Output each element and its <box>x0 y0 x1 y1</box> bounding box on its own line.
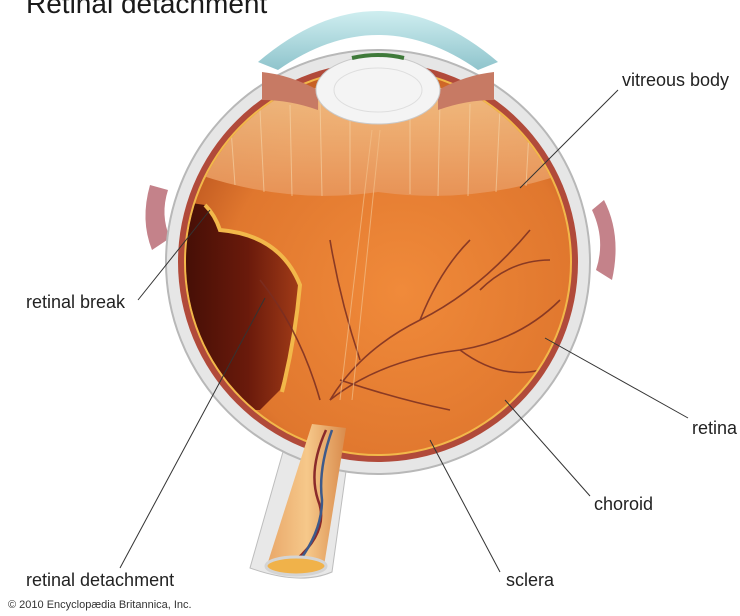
label-retinal-break: retinal break <box>26 292 125 313</box>
leader-sclera <box>430 440 500 572</box>
label-sclera: sclera <box>506 570 554 591</box>
label-vitreous-body: vitreous body <box>622 70 729 91</box>
copyright-credit: © 2010 Encyclopædia Britannica, Inc. <box>8 599 192 611</box>
lens <box>316 56 440 124</box>
diagram-title: Retinal detachment <box>26 0 267 20</box>
leader-retina <box>545 338 688 418</box>
right-muscle <box>592 200 616 280</box>
label-retinal-detachment: retinal detachment <box>26 570 174 591</box>
label-choroid: choroid <box>594 494 653 515</box>
leader-choroid <box>505 400 590 496</box>
label-retina: retina <box>692 418 737 439</box>
